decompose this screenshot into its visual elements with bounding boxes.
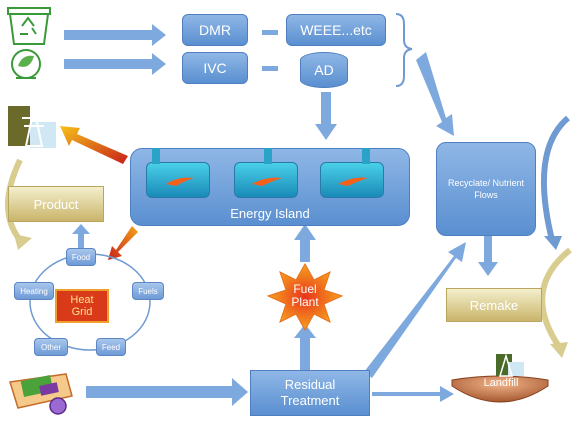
weee-label: WEEE...etc	[300, 22, 372, 38]
grid-node-fuels: Fuels	[132, 282, 164, 300]
energy-tank-1	[146, 162, 210, 198]
arrow-recycle-to-remake	[478, 236, 498, 276]
arrow-food-to-product	[72, 224, 90, 248]
grid-node-feed: Feed	[96, 338, 126, 356]
landfill-label: Landfill	[483, 377, 519, 389]
product-label: Product	[33, 196, 79, 212]
landfill-pylon-icon	[496, 353, 524, 377]
weee-box: WEEE...etc	[286, 14, 386, 46]
grid-node-food: Food	[66, 248, 96, 266]
arrow-cart-to-residual	[86, 378, 248, 406]
recycle-bin-icon	[7, 7, 51, 45]
arrow-fuel-to-energy	[294, 224, 316, 262]
flame-icon-3	[338, 177, 368, 186]
remake-box: Remake	[446, 288, 542, 322]
fuel-plant-star	[266, 262, 344, 332]
grid-node-fuels-label: Fuels	[138, 286, 158, 296]
arrow-energy-to-pylon	[60, 126, 128, 164]
arrow-residual-to-fuel	[294, 324, 316, 370]
arrow-ad-to-energy	[315, 92, 337, 140]
energy-island-label: Energy Island	[230, 206, 310, 221]
product-box: Product	[8, 186, 104, 222]
energy-tank-2-pipe	[264, 148, 272, 164]
residual-treatment-box: Residual Treatment	[250, 370, 370, 416]
recycle-leaf-icon	[11, 49, 41, 79]
curve-recycle-top-head	[544, 236, 562, 250]
arrow-bracket-to-recycle	[416, 52, 454, 136]
remake-label: Remake	[469, 297, 519, 313]
fuel-plant-label: Fuel Plant	[291, 282, 319, 309]
ad-tank: AD	[300, 52, 348, 88]
arrow-residual-to-recycle	[364, 242, 466, 378]
grid-node-heating: Heating	[14, 282, 54, 300]
ivc-box: IVC	[182, 52, 248, 84]
curve-remake-head	[550, 342, 568, 358]
heat-grid-label: Heat Grid	[70, 294, 94, 318]
ivc-label: IVC	[203, 60, 227, 76]
landfill-dome	[451, 375, 549, 403]
grid-node-heating-label: Heating	[20, 286, 48, 296]
grid-node-other-label: Other	[40, 342, 61, 352]
dmr-label: DMR	[199, 22, 231, 38]
energy-tank-3-pipe	[362, 148, 370, 164]
grid-node-other: Other	[34, 338, 68, 356]
connector-ivc-ad	[262, 66, 278, 71]
flame-icon-2	[252, 177, 282, 186]
curve-product-head	[14, 234, 32, 250]
curve-recycle-top	[541, 115, 571, 241]
flame-icon-1	[166, 177, 194, 186]
ad-label: AD	[314, 62, 334, 78]
waste-cart-icon	[9, 373, 73, 415]
dmr-box: DMR	[182, 14, 248, 46]
bracket	[395, 13, 413, 87]
arrow-residual-to-landfill	[372, 386, 454, 402]
heat-grid-box	[55, 289, 109, 323]
arrow-leaf-to-ivc	[64, 53, 166, 75]
arrow-energy-to-grid	[108, 226, 138, 260]
heat-grid-label-box: Heat Grid	[60, 292, 104, 320]
residual-label: Residual Treatment	[280, 377, 340, 408]
recycle-label: Recyclate/ Nutrient Flows	[447, 178, 525, 200]
landfill-label-box: Landfill	[470, 374, 532, 392]
recycle-box: Recyclate/ Nutrient Flows	[436, 142, 536, 236]
electricity-pylon-icon	[8, 106, 56, 148]
connector-dmr-weee	[262, 30, 278, 35]
grid-node-feed-label: Feed	[101, 342, 121, 352]
grid-node-food-label: Food	[71, 252, 91, 262]
energy-tank-1-pipe	[152, 148, 160, 164]
arrow-bin-to-dmr	[64, 24, 166, 46]
fuel-plant-label-box: Fuel Plant	[280, 278, 330, 314]
curve-remake	[539, 247, 572, 350]
